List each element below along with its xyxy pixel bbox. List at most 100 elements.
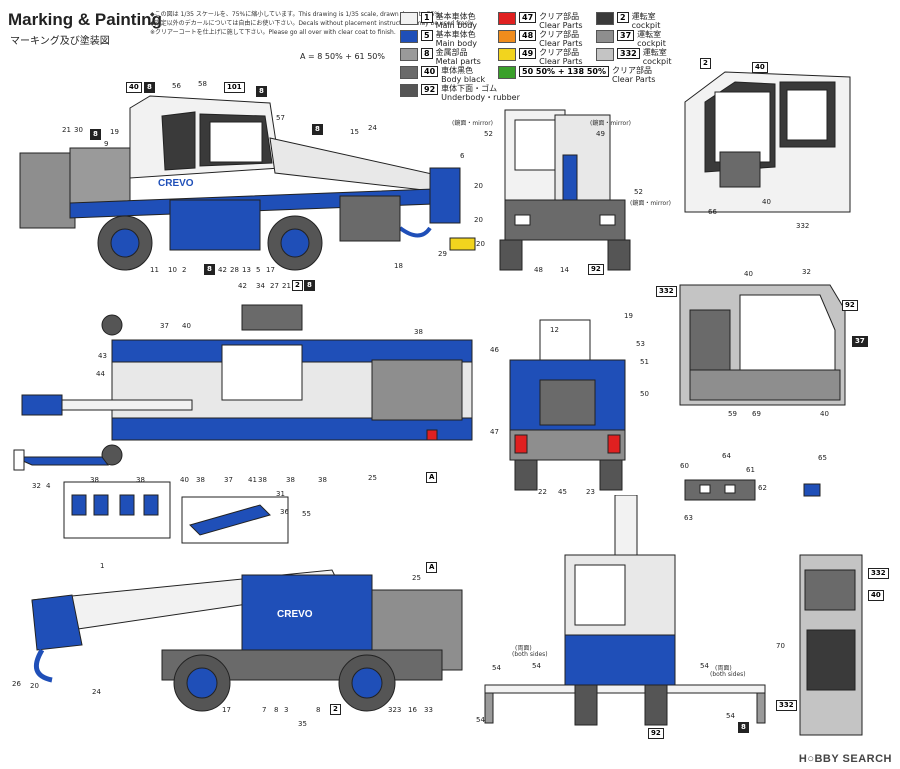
callout: 2	[182, 266, 187, 274]
callout-box: 8	[256, 86, 267, 97]
swatch-metal	[400, 48, 418, 61]
swatch-black	[400, 66, 418, 79]
color-formula: A = 8 50% + 61 50%	[300, 52, 385, 61]
callout: 55	[302, 510, 311, 518]
mirror-label-right: (鏡面・mirror)	[590, 120, 632, 127]
callout: 332	[796, 222, 810, 230]
callout: 58	[198, 80, 207, 88]
callout-box: 37	[852, 336, 868, 347]
cockpit-view-3-drawing	[799, 554, 863, 736]
callout: 5	[256, 266, 261, 274]
callout: 11	[150, 266, 159, 274]
both-sides-label-right-en: (both sides)	[710, 671, 746, 678]
callout: 6	[460, 152, 465, 160]
callout: 8	[316, 706, 321, 714]
callout: 15	[350, 128, 359, 136]
callout: 54	[532, 662, 541, 670]
callout: 51	[640, 358, 649, 366]
callout: 42	[238, 282, 247, 290]
callout: 45	[558, 488, 567, 496]
callout-box: 2	[700, 58, 711, 69]
callout: 46	[490, 346, 499, 354]
callout: 19	[110, 128, 119, 136]
callout: 37	[160, 322, 169, 330]
callout: 38	[286, 476, 295, 484]
cockpit-view-2-drawing	[679, 284, 846, 406]
callout: 9	[104, 140, 109, 148]
callout: 38	[414, 328, 423, 336]
callout: 62	[758, 484, 767, 492]
callout: 64	[722, 452, 731, 460]
callout: 34	[256, 282, 265, 290]
page-title: Marking & Painting	[8, 10, 162, 29]
callout: 53	[636, 340, 645, 348]
callout-box: 8	[738, 722, 749, 733]
both-sides-label-left-en: (both sides)	[512, 651, 548, 658]
callout: 59	[728, 410, 737, 418]
callout: 47	[490, 428, 499, 436]
swatch-white	[400, 12, 418, 25]
callout-box: 92	[648, 728, 664, 739]
both-sides-label-left-jp: (両面)	[515, 645, 532, 652]
callout: 1	[100, 562, 105, 570]
callout: 3	[284, 706, 289, 714]
callout: 43	[98, 352, 107, 360]
callout: 33	[424, 706, 433, 714]
callout-box: 101	[224, 82, 245, 93]
swatch-blue	[400, 30, 418, 43]
callout: 70	[776, 642, 785, 650]
callout: 40	[180, 476, 189, 484]
callout: 14	[560, 266, 569, 274]
callout: 23	[586, 488, 595, 496]
callout-box: 92	[588, 264, 604, 275]
callout: 56	[172, 82, 181, 90]
callout: 18	[394, 262, 403, 270]
swatch-cockpit-light	[596, 48, 614, 61]
callout-box: 332	[776, 700, 797, 711]
note-scale: ◆この図は 1/35 スケールを、75%に縮小しています。This drawin…	[150, 11, 442, 18]
callout: 52	[634, 188, 643, 196]
callout: 21	[62, 126, 71, 134]
callout-box: A	[426, 472, 438, 483]
callout: 30	[74, 126, 83, 134]
callout: 38	[196, 476, 205, 484]
callout: 44	[96, 370, 105, 378]
watermark: H○BBY SEARCH	[798, 753, 892, 765]
callout: 21	[282, 282, 291, 290]
callout: 54	[476, 716, 485, 724]
callout: 10	[168, 266, 177, 274]
callout-box: 40	[126, 82, 142, 93]
callout: 4	[46, 482, 51, 490]
callout: 13	[242, 266, 251, 274]
callout: 61	[746, 466, 755, 474]
callout: 29	[438, 250, 447, 258]
callout: 50	[640, 390, 649, 398]
callout: 38	[136, 476, 145, 484]
side-view-top-drawing: CREVO	[19, 95, 476, 271]
callout-box: 2	[330, 704, 341, 715]
callout-box: 2	[292, 280, 303, 291]
callout: 22	[538, 488, 547, 496]
note-decals: ◆指定以外のデカールについては自由にお使い下さい。Decals without …	[150, 20, 475, 27]
rear-outrigger-drawing	[484, 495, 766, 726]
callout: 32	[32, 482, 41, 490]
callout-box: 332	[656, 286, 677, 297]
callout-box: 8	[312, 124, 323, 135]
callout: 20	[476, 240, 485, 248]
detail-parts-small-drawing	[684, 479, 756, 501]
callout: 38	[318, 476, 327, 484]
callout-box: 332	[868, 568, 889, 579]
swatch-cockpit-mid	[596, 30, 614, 43]
swatch-green	[498, 66, 516, 79]
callout: 12	[550, 326, 559, 334]
callout: 32	[802, 268, 811, 276]
callout-box: 40	[868, 590, 884, 601]
crevo-logo-top: CREVO	[158, 178, 194, 189]
top-view-drawing	[21, 304, 473, 466]
